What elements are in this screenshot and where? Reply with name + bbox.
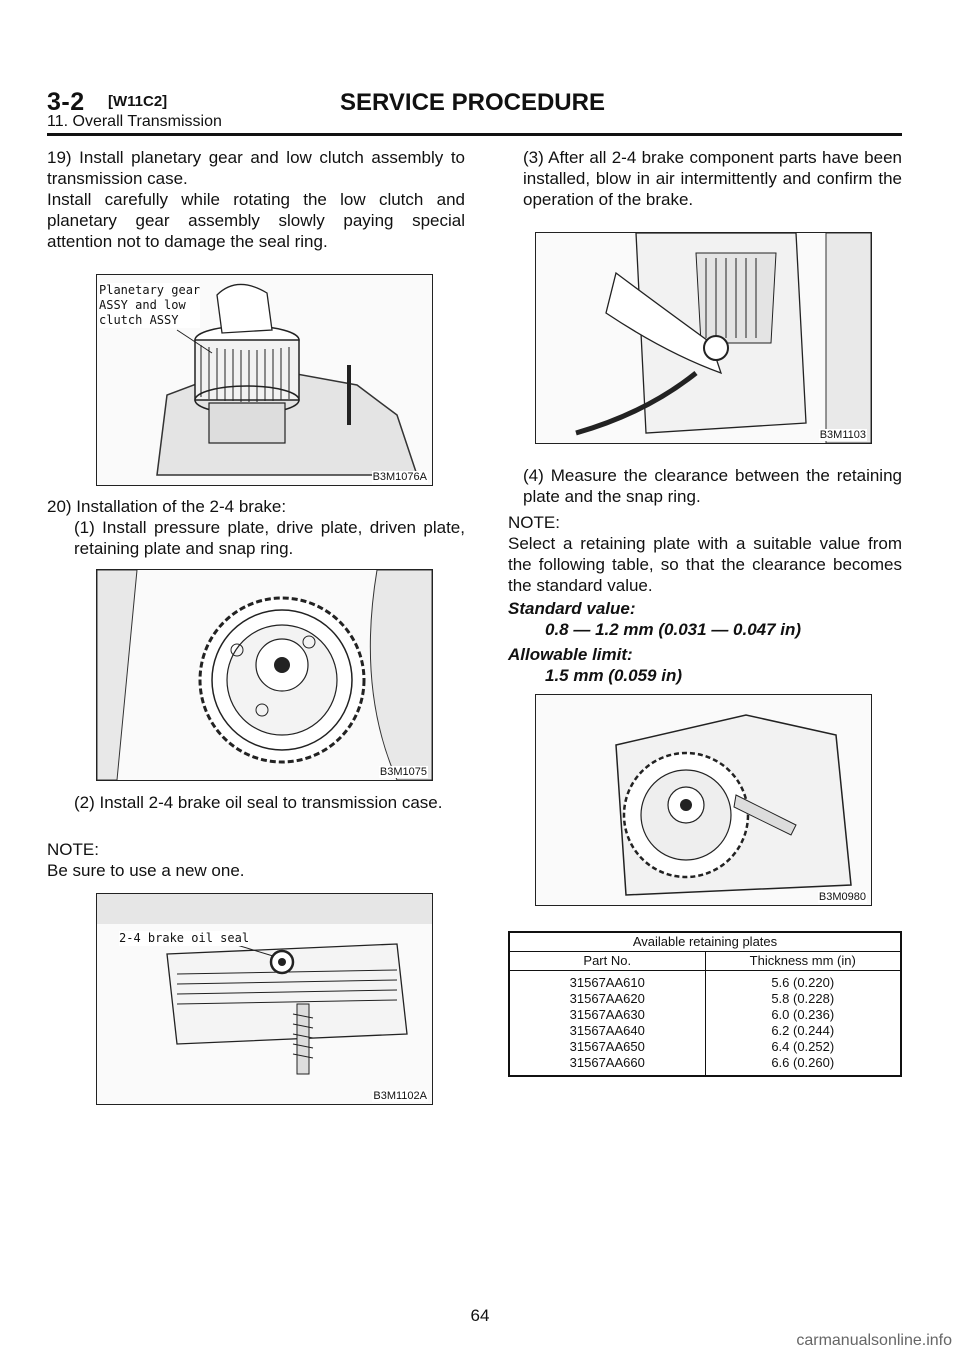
standard-value: 0.8 — 1.2 mm (0.031 — 0.047 in) <box>545 620 802 639</box>
page-number: 64 <box>470 1306 490 1325</box>
page-title: SERVICE PROCEDURE <box>340 89 605 116</box>
figure-caption: B3M1076A <box>371 471 428 483</box>
watermark: carmanualsonline.info <box>796 1332 952 1349</box>
section-code: [W11C2] <box>108 93 168 110</box>
part-number-cell: 31567AA610 31567AA620 31567AA630 31567AA… <box>508 970 706 1077</box>
retaining-plates-table: Available retaining plates Part No. Thic… <box>508 931 902 1077</box>
figure-planetary-gear: Planetary gear ASSY and low clutch ASSY … <box>96 274 433 486</box>
step-4-text: (4) Measure the clearance between the re… <box>523 466 902 506</box>
figure-caption: B3M1102A <box>372 1090 428 1102</box>
figure-air-blow: B3M1103 <box>535 232 872 444</box>
step-19-text: 19) Install planetary gear and low clutc… <box>47 148 465 188</box>
step-3-text: (3) After all 2-4 brake component parts … <box>523 148 902 209</box>
brake-plate-illustration <box>97 570 432 780</box>
figure-clearance: B3M0980 <box>535 694 872 906</box>
part-number: 31567AA630 <box>569 1007 645 1022</box>
thickness-cell: 5.6 (0.220) 5.8 (0.228) 6.0 (0.236) 6.2 … <box>704 970 902 1077</box>
figure-oil-seal: 2-4 brake oil seal B3M1102A <box>96 893 433 1105</box>
allowable-limit-label: Allowable limit: <box>508 645 633 664</box>
step-20-1-text: (1) Install pressure plate, drive plate,… <box>74 518 465 558</box>
oil-seal-label: 2-4 brake oil seal <box>119 931 250 946</box>
thickness-value: 6.4 (0.252) <box>771 1039 835 1054</box>
figure-caption: B3M0980 <box>817 891 867 903</box>
figure-caption: B3M1075 <box>378 766 428 778</box>
air-blow-illustration <box>575 233 871 443</box>
thickness-value: 6.6 (0.260) <box>771 1055 835 1070</box>
allowable-limit: 1.5 mm (0.059 in) <box>545 666 683 685</box>
part-number: 31567AA640 <box>569 1023 645 1038</box>
figure-caption: B3M1103 <box>818 429 867 441</box>
note-label: NOTE: <box>47 840 99 859</box>
thickness-value: 5.6 (0.220) <box>771 975 835 990</box>
table-header-part-no: Part No. <box>508 951 706 971</box>
clearance-illustration <box>615 714 852 896</box>
standard-value-label: Standard value: <box>508 599 636 618</box>
note-label: NOTE: <box>508 513 560 532</box>
part-number: 31567AA650 <box>569 1039 645 1054</box>
note-text: Select a retaining plate with a suitable… <box>508 534 902 595</box>
table-title: Available retaining plates <box>508 931 902 952</box>
section-number: 3-2 <box>47 88 85 116</box>
part-number: 31567AA660 <box>569 1055 645 1070</box>
part-number: 31567AA610 <box>569 975 645 990</box>
step-19-detail: Install carefully while rotating the low… <box>47 190 465 251</box>
part-number: 31567AA620 <box>569 991 645 1006</box>
note-text: Be sure to use a new one. <box>47 861 245 880</box>
oil-seal-illustration <box>97 894 432 1075</box>
step-20-2-text: (2) Install 2-4 brake oil seal to transm… <box>74 793 443 812</box>
thickness-value: 6.2 (0.244) <box>771 1023 835 1038</box>
figure-2-4-brake: B3M1075 <box>96 569 433 781</box>
thickness-value: 5.8 (0.228) <box>771 991 835 1006</box>
page-subtitle: 11. Overall Transmission <box>47 113 222 130</box>
step-20-text: 20) Installation of the 2-4 brake: <box>47 497 287 516</box>
planetary-gear-label: Planetary gear ASSY and low clutch ASSY <box>99 283 201 328</box>
header-rule <box>47 133 902 136</box>
planetary-gear-illustration <box>156 283 419 476</box>
thickness-value: 6.0 (0.236) <box>771 1007 835 1022</box>
table-header-thickness: Thickness mm (in) <box>704 951 902 971</box>
